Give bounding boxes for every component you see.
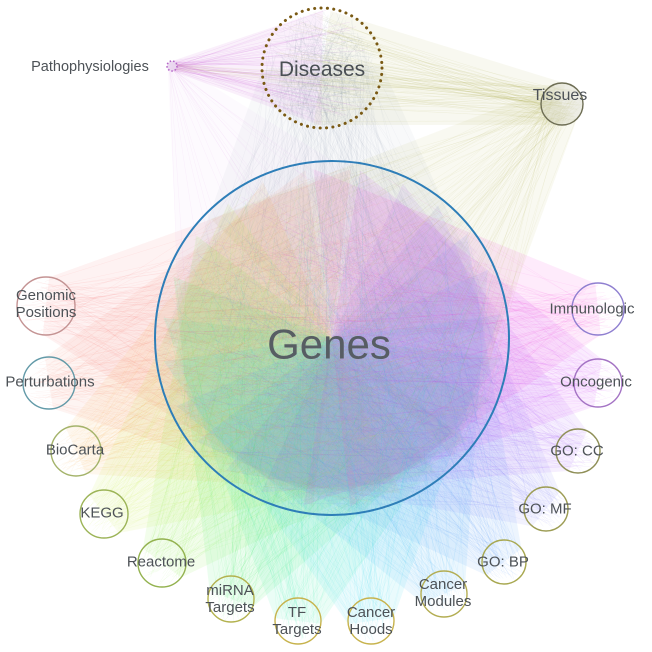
bundle-tissues-genes	[168, 87, 583, 505]
bundle-cancer_hoods-genes	[163, 177, 504, 643]
node-circle-perturbations[interactable]	[22, 356, 76, 410]
node-circle-genomic_positions[interactable]	[16, 276, 76, 336]
wash-oncogenic-genes	[303, 170, 602, 506]
bundle-tissues-diseases	[265, 12, 582, 122]
node-diseases-label: Diseases	[278, 58, 366, 82]
node-circle-cancer_modules[interactable]	[420, 570, 468, 618]
node-cancer-modules[interactable]: Cancer Modules	[407, 576, 479, 611]
node-immunologic[interactable]: Immunologic	[537, 300, 647, 319]
node-perturbations[interactable]: Perturbations	[0, 373, 110, 392]
node-pathophysiologies-label: Pathophysiologies	[31, 58, 149, 75]
wash-reactome-genes	[142, 235, 468, 578]
node-genomic-positions[interactable]: Genomic Positions	[6, 287, 86, 322]
node-circle-kegg[interactable]	[79, 489, 129, 539]
wash-diseases-genes	[162, 65, 502, 345]
node-biocarta-label: BioCarta	[45, 441, 105, 459]
node-circle-tissues[interactable]	[540, 82, 584, 126]
wash-go_cc-genes	[261, 183, 588, 493]
node-pathophysiologies[interactable]: Pathophysiologies	[10, 59, 170, 75]
node-genes-label: Genes	[267, 320, 391, 368]
bundle-kegg-genes	[81, 173, 493, 537]
node-tf-targets[interactable]: TF Targets	[268, 604, 326, 639]
wash-pathophysiologies-diseases	[171, 10, 323, 126]
node-oncogenic-label: Oncogenic	[560, 373, 632, 391]
node-circle-reactome[interactable]	[137, 538, 187, 588]
node-circle-immunologic[interactable]	[571, 282, 625, 336]
node-go-bp[interactable]: GO: BP	[468, 553, 538, 572]
node-circles	[16, 6, 625, 645]
wash-tf_targets-genes	[163, 317, 501, 624]
node-circle-go_cc[interactable]	[555, 428, 601, 474]
wash-cancer_modules-genes	[176, 269, 488, 604]
node-genomic-positions-label: Genomic Positions	[15, 287, 77, 321]
wash-kegg-genes	[89, 203, 436, 533]
wash-biocarta-genes	[65, 182, 401, 494]
node-circle-genes[interactable]	[154, 160, 510, 516]
wash-tissues-genes	[210, 89, 578, 458]
node-cancer-modules-label: Cancer Modules	[414, 576, 472, 610]
bundle-pathophysiologies-diseases	[167, 9, 366, 123]
node-go-cc-label: GO: CC	[550, 442, 604, 460]
bundle-tf_targets-genes	[163, 178, 502, 642]
bundle-go_cc-genes	[173, 182, 599, 502]
edge-washes	[42, 10, 602, 625]
node-perturbations-label: Perturbations	[5, 373, 95, 391]
node-reactome[interactable]: Reactome	[114, 553, 209, 572]
bundle-reactome-genes	[140, 175, 480, 586]
node-genes[interactable]: Genes	[219, 320, 439, 367]
node-tissues[interactable]: Tissues	[515, 87, 605, 105]
bundle-perturbations-genes	[24, 172, 502, 502]
node-kegg[interactable]: KEGG	[67, 504, 137, 523]
node-immunologic-label: Immunologic	[549, 300, 635, 318]
bundle-cancer_modules-genes	[170, 195, 503, 613]
node-circle-mirna_targets[interactable]	[207, 575, 255, 623]
node-reactome-label: Reactome	[126, 553, 196, 571]
node-cancer-hoods[interactable]: Cancer Hoods	[340, 604, 402, 639]
bundle-biocarta-genes	[52, 181, 489, 502]
wash-tissues-diseases	[313, 11, 566, 125]
node-go-mf[interactable]: GO: MF	[510, 500, 580, 519]
node-circle-oncogenic[interactable]	[573, 358, 623, 408]
bundle-diseases-genes	[161, 11, 501, 501]
wash-perturbations-genes	[44, 170, 359, 506]
node-circle-pathophysiologies[interactable]	[166, 60, 178, 72]
node-circle-biocarta[interactable]	[50, 425, 102, 477]
node-go-mf-label: GO: MF	[518, 500, 572, 518]
node-tf-targets-label: TF Targets	[272, 604, 322, 638]
node-circle-tf_targets[interactable]	[274, 597, 322, 645]
node-biocarta[interactable]: BioCarta	[30, 441, 120, 460]
node-circle-go_mf[interactable]	[523, 486, 569, 532]
node-oncogenic[interactable]: Oncogenic	[546, 373, 646, 392]
node-kegg-label: KEGG	[80, 504, 124, 522]
node-mirna-targets[interactable]: miRNA Targets	[199, 582, 261, 617]
node-tissues-label: Tissues	[532, 87, 588, 105]
bundle-oncogenic-genes	[162, 169, 621, 503]
node-circle-cancer_hoods[interactable]	[347, 597, 395, 645]
node-go-bp-label: GO: BP	[477, 553, 529, 571]
node-circle-diseases[interactable]	[260, 6, 384, 130]
wash-genomic_positions-genes	[42, 169, 351, 507]
bundle-genes-genes	[162, 168, 504, 508]
wash-go_mf-genes	[225, 205, 560, 527]
node-mirna-targets-label: miRNA Targets	[205, 582, 255, 616]
wash-go_bp-genes	[197, 234, 522, 576]
node-go-cc[interactable]: GO: CC	[542, 442, 612, 461]
wash-cancer_hoods-genes	[163, 314, 501, 625]
wash-immunologic-genes	[313, 169, 601, 507]
node-diseases[interactable]: Diseases	[257, 58, 387, 82]
bundle-go_mf-genes	[163, 180, 566, 529]
bundle-genomic_positions-genes	[21, 169, 495, 502]
bundle-tissues-pathophysiologies	[168, 62, 576, 124]
bundle-mirna_targets-genes	[170, 211, 473, 622]
node-cancer-hoods-label: Cancer Hoods	[346, 604, 396, 638]
wash-mirna_targets-genes	[173, 276, 491, 608]
bundle-pathophysiologies-genes	[167, 62, 482, 486]
bundle-diseases-diseases	[265, 10, 377, 126]
node-circle-go_bp[interactable]	[481, 539, 527, 585]
bundle-immunologic-genes	[169, 174, 622, 504]
